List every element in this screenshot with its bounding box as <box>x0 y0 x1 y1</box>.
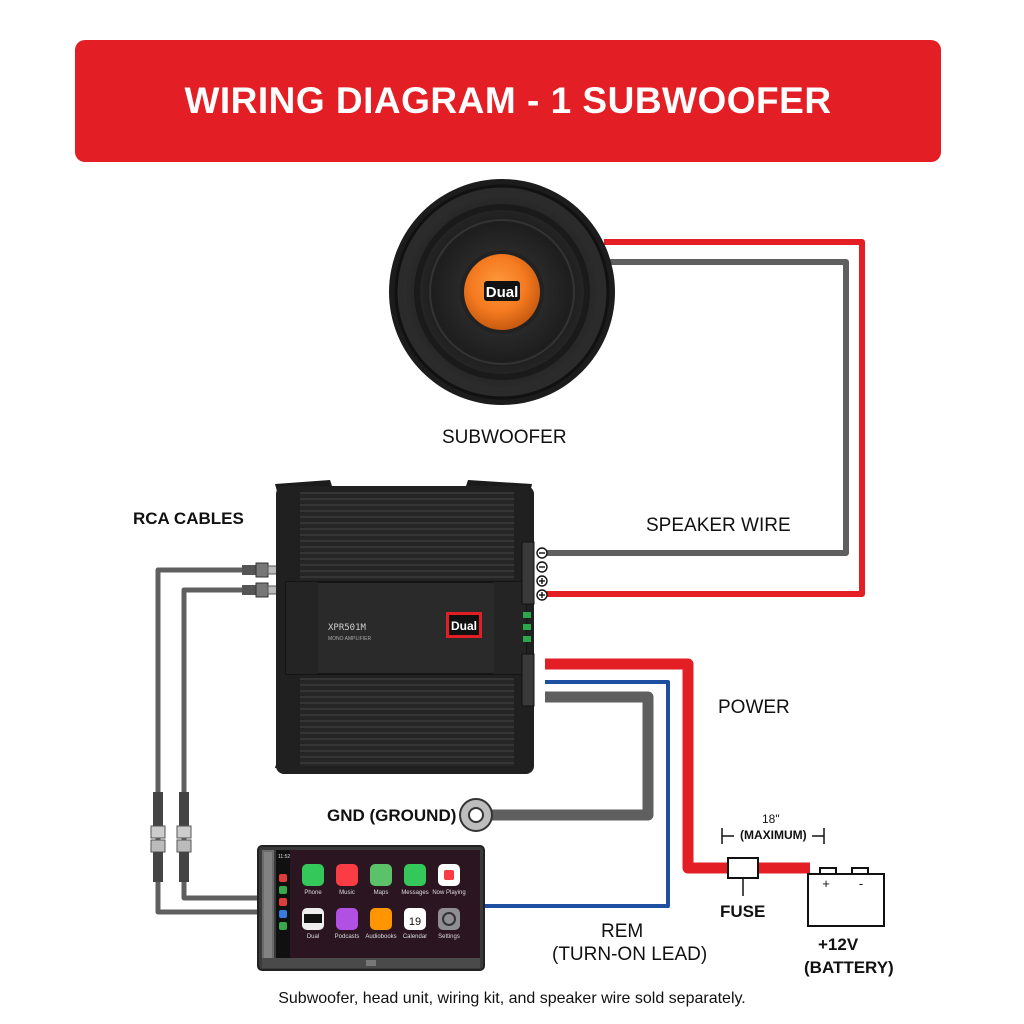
app-label-podcasts: Podcasts <box>335 934 360 940</box>
app-label-settings: Settings <box>438 934 460 940</box>
app-maps-icon <box>370 864 392 886</box>
rca-connector-right <box>176 792 192 882</box>
title-banner: WIRING DIAGRAM - 1 SUBWOOFER <box>75 40 941 162</box>
speaker-wire-positive <box>545 239 865 597</box>
app-label-messages: Messages <box>401 890 428 896</box>
ground-ring-terminal <box>459 798 493 832</box>
app-podcasts-icon <box>336 908 358 930</box>
label-speaker-wire: SPEAKER WIRE <box>646 515 791 536</box>
app-messages-icon <box>404 864 426 886</box>
label-rem-desc: (TURN-ON LEAD) <box>552 944 708 965</box>
rca-cables <box>150 562 281 915</box>
rem-wire <box>480 680 670 908</box>
footnote: Subwoofer, head unit, wiring kit, and sp… <box>278 990 746 1007</box>
app-music-icon <box>336 864 358 886</box>
label-power: POWER <box>718 697 790 718</box>
app-settings-icon <box>438 908 460 930</box>
speaker-wire-negative <box>545 259 849 556</box>
head-unit: 11:52 19 Phone Music Maps Messages Now P… <box>257 845 485 971</box>
label-subwoofer: SUBWOOFER <box>442 427 567 448</box>
label-length-value: 18" <box>762 812 780 826</box>
amplifier: XPR501M MONO AMPLIFIER Dual <box>275 480 535 774</box>
subwoofer: Dual <box>389 179 615 405</box>
calendar-date: 19 <box>409 916 421 928</box>
amplifier-logo: Dual <box>451 619 477 633</box>
label-length-max: (MAXIMUM) <box>740 828 807 842</box>
app-label-dual: Dual <box>307 934 319 940</box>
battery-minus-sign: - <box>859 876 863 891</box>
app-label-phone: Phone <box>304 890 322 896</box>
app-label-maps: Maps <box>374 890 389 896</box>
rca-plug-lower <box>242 582 281 598</box>
label-battery-voltage: +12V <box>818 935 859 954</box>
amplifier-model: XPR501M <box>328 623 367 633</box>
rca-plug-upper <box>242 562 281 578</box>
label-rem: REM <box>601 921 644 942</box>
speaker-wire <box>545 239 865 597</box>
app-label-calendar: Calendar <box>403 934 427 940</box>
battery-plus-sign: + <box>822 876 830 891</box>
label-fuse: FUSE <box>720 902 766 921</box>
power-wire <box>545 658 810 874</box>
app-label-music: Music <box>339 890 355 896</box>
app-phone-icon <box>302 864 324 886</box>
app-calendar-icon <box>404 908 426 930</box>
rca-connector-left <box>150 792 166 882</box>
label-gnd: GND (GROUND) <box>327 806 457 825</box>
fuse <box>727 857 759 896</box>
page-title: WIRING DIAGRAM - 1 SUBWOOFER <box>184 80 832 121</box>
label-battery: (BATTERY) <box>804 958 894 977</box>
ground-wire <box>492 691 654 821</box>
length-bracket <box>721 828 825 844</box>
subwoofer-logo: Dual <box>486 284 519 301</box>
app-audiobooks-icon <box>370 908 392 930</box>
app-label-audiobooks: Audiobooks <box>365 934 396 940</box>
speaker-terminals <box>536 547 548 601</box>
battery: + - <box>807 867 885 927</box>
amplifier-subtitle: MONO AMPLIFIER <box>328 636 371 642</box>
label-rca-cables: RCA CABLES <box>133 509 244 528</box>
app-label-now-playing: Now Playing <box>432 890 465 896</box>
status-time: 11:52 <box>278 854 290 860</box>
